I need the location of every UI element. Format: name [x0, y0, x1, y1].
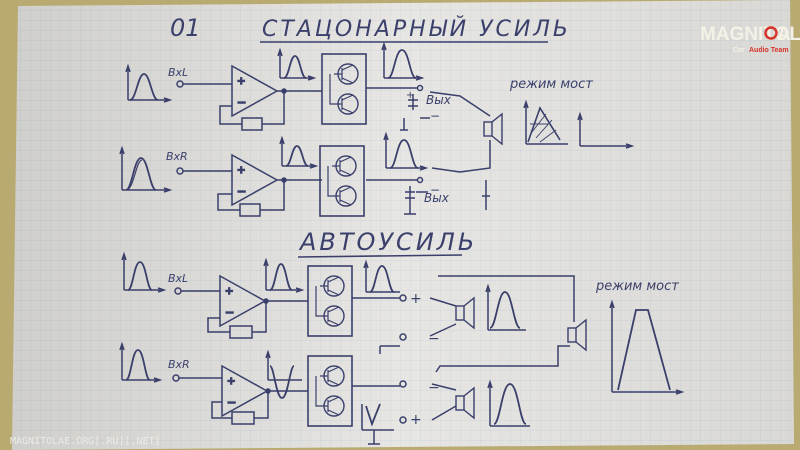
car-output-wiring: + + — [352, 259, 685, 445]
svg-text:−: − — [428, 380, 440, 396]
stationary-output-wiring: + — [366, 41, 491, 215]
brand-logo: MAGNITOL A Car Audio Team — [700, 24, 800, 54]
label-input-left-top: ВхL — [168, 66, 188, 79]
svg-text:+: + — [406, 90, 414, 101]
brand-name-right: A — [777, 24, 791, 45]
svg-text:+: + — [410, 291, 422, 307]
svg-text:−: − — [428, 331, 440, 347]
label-output-bottom: Вых — [424, 191, 450, 205]
brand-dial-icon — [764, 26, 778, 40]
label-input-left-car: ВхL — [168, 272, 188, 285]
title-stationary-amp: СТАЦОНАРНЫЙ УСИЛЬ — [262, 16, 571, 42]
page-number: 01 — [170, 14, 201, 42]
label-input-right-car: ВхR — [168, 358, 190, 371]
stationary-amp-diagram — [119, 47, 322, 217]
title-car-amp: АВТОУСИЛЬ — [298, 228, 477, 256]
label-bridge-mode-top: режим мост — [509, 77, 593, 92]
label-output-top: Вых — [426, 93, 452, 107]
brand-tagline-left: Car — [733, 47, 745, 54]
car-amp-diagram — [119, 251, 308, 425]
svg-text:−: − — [430, 109, 440, 123]
label-bridge-mode-car: режим мост — [595, 279, 679, 294]
brand-tagline-right: Audio Team — [749, 47, 789, 54]
watermark-text: MAGNITOLAE.ORG[.RU][.NET] — [10, 436, 161, 447]
svg-text:+: + — [410, 412, 422, 428]
title-car-underline — [297, 254, 463, 258]
svg-text:−: − — [430, 183, 440, 197]
bridge-waveform-top — [523, 99, 635, 149]
label-input-right-top: ВхR — [166, 150, 188, 163]
